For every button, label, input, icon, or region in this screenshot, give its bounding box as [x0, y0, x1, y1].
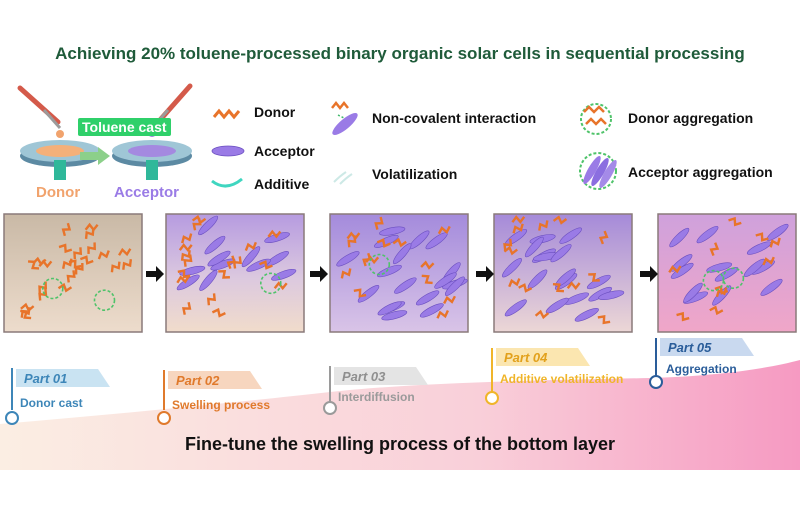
legend-noncovalent-label: Non-covalent interaction — [372, 110, 537, 126]
spin-label-acceptor: Acceptor — [114, 184, 180, 201]
arrow-4-5 — [640, 266, 658, 282]
footer-caption: Fine-tune the swelling process of the bo… — [184, 434, 616, 454]
part-04-desc: Additive volatilization — [500, 372, 624, 386]
marker-part-04 — [485, 391, 499, 405]
arrow-1-2 — [146, 266, 164, 282]
part-05-tag: Part 05 — [668, 340, 712, 355]
panel-arrows — [146, 266, 658, 282]
legend-donor-aggregation-icon — [580, 103, 612, 135]
marker-part-03 — [323, 401, 337, 415]
acceptor-spin-coater — [112, 83, 193, 180]
legend-acceptor-aggregation-label: Acceptor aggregation — [628, 164, 773, 180]
arrow-2-3 — [310, 266, 328, 282]
legend-additive-label: Additive — [254, 176, 310, 192]
figure-title: Achieving 20% toluene-processed binary o… — [55, 44, 745, 63]
part-01-banner — [16, 369, 110, 387]
marker-part-02 — [157, 411, 171, 425]
legend-donor-aggregation-label: Donor aggregation — [628, 110, 754, 126]
legend-additive-icon — [211, 177, 243, 188]
stage-panel-5 — [657, 213, 797, 333]
legend-donor-icon — [212, 108, 241, 120]
marker-part-01 — [5, 411, 19, 425]
stage-panel-4 — [493, 213, 633, 333]
legend-noncovalent-icon — [331, 100, 358, 135]
timeline-wave — [0, 360, 800, 470]
legend-volatilization-icon — [333, 171, 353, 185]
arrow-3-4 — [476, 266, 494, 282]
part-05-desc: Aggregation — [666, 362, 737, 376]
part-02-banner — [168, 371, 262, 389]
marker-part-05 — [649, 375, 663, 389]
part-03-banner — [334, 367, 428, 385]
toluene-cast-label: Toluene cast — [78, 118, 171, 136]
stage-panel-2 — [165, 213, 305, 333]
part-02-desc: Swelling process — [172, 398, 271, 412]
spin-label-donor: Donor — [36, 184, 81, 201]
part-02-tag: Part 02 — [176, 373, 220, 388]
part-01-tag: Part 01 — [24, 371, 68, 386]
legend-acceptor-label: Acceptor — [254, 143, 315, 159]
part-04-banner — [496, 348, 590, 366]
stage-panel-3 — [329, 213, 469, 333]
stage-panel-1 — [3, 213, 143, 333]
part-03-tag: Part 03 — [342, 369, 386, 384]
donor-spin-coater — [17, 85, 100, 180]
part-05-banner — [660, 338, 754, 356]
arrow-donor-to-acceptor — [80, 147, 110, 165]
part-03-desc: Interdiffusion — [338, 390, 415, 404]
legend-acceptor-aggregation-icon — [579, 152, 617, 190]
part-01-desc: Donor cast — [20, 396, 83, 410]
stage-panels — [3, 213, 797, 333]
legend-volatilization-label: Volatilization — [372, 166, 458, 182]
timeline-markers — [5, 338, 663, 425]
legend-acceptor-icon — [211, 145, 245, 157]
legend-donor-label: Donor — [254, 104, 296, 120]
part-04-tag: Part 04 — [504, 350, 548, 365]
